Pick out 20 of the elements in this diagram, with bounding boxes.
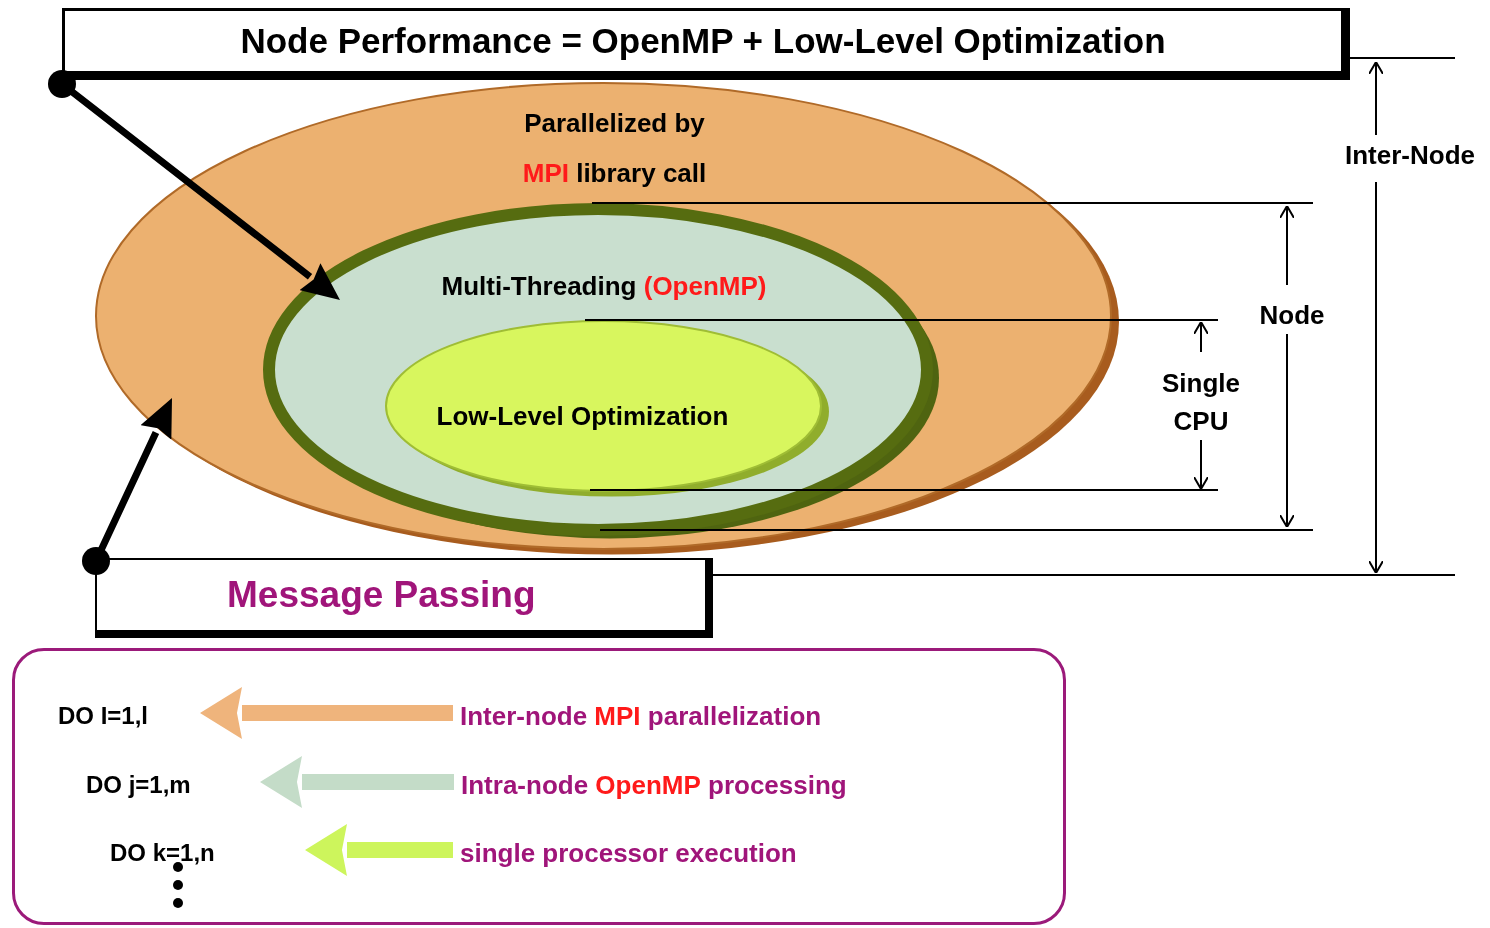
loop-statement: DO j=1,m bbox=[86, 769, 263, 801]
arrow bbox=[48, 70, 343, 303]
arrow bbox=[260, 756, 454, 808]
description-text: Inter-node MPI parallelization bbox=[460, 700, 890, 732]
arrow bbox=[305, 824, 453, 876]
loop-statement: DO I=1,l bbox=[58, 700, 203, 732]
loop-statement: DO k=1,n bbox=[110, 837, 308, 869]
title-box bbox=[62, 8, 1350, 80]
region-label: Parallelized by MPI library call bbox=[521, 107, 708, 190]
description-text: Intra-node OpenMP processing bbox=[461, 769, 911, 801]
ellipse-region bbox=[385, 320, 830, 500]
legend-panel bbox=[12, 648, 1066, 925]
callout-box bbox=[95, 558, 713, 638]
title-text: Node Performance = OpenMP + Low-Level Optimization bbox=[240, 21, 1166, 61]
region-label: Multi-Threading (OpenMP) bbox=[440, 270, 768, 303]
region-label: Low-Level Optimization bbox=[435, 400, 730, 433]
ellipse-region bbox=[95, 82, 1120, 558]
arrow bbox=[200, 687, 453, 739]
callout-text: Message Passing bbox=[227, 574, 536, 616]
description-text: single processor execution bbox=[460, 837, 860, 869]
